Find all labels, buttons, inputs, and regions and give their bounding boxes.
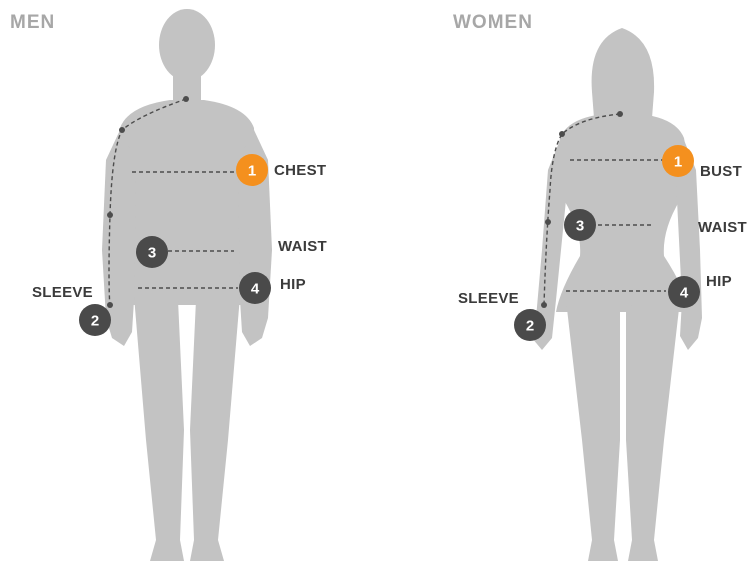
woman-hip-badge: 4 bbox=[668, 276, 700, 308]
man-chest-badge-number: 1 bbox=[248, 163, 256, 180]
man-sleeve-label: SLEEVE bbox=[32, 284, 93, 301]
man-hip-label: HIP bbox=[280, 276, 306, 293]
woman-waist-badge: 3 bbox=[564, 209, 596, 241]
man-sleeve-badge-number: 2 bbox=[91, 313, 99, 330]
woman-sleeve-label: SLEEVE bbox=[458, 290, 519, 307]
woman-bust-badge-number: 1 bbox=[674, 154, 682, 171]
man-hip-badge: 4 bbox=[239, 272, 271, 304]
man-hip-badge-number: 4 bbox=[251, 281, 260, 298]
woman-hip-badge-number: 4 bbox=[680, 285, 689, 302]
woman-hip-label: HIP bbox=[706, 273, 732, 290]
man-waist-label: WAIST bbox=[278, 238, 327, 255]
woman-waist-badge-number: 3 bbox=[576, 218, 584, 235]
man-waist-badge: 3 bbox=[136, 236, 168, 268]
woman-sleeve-badge: 2 bbox=[514, 309, 546, 341]
man-chest-label: CHEST bbox=[274, 162, 326, 179]
woman-waist-label: WAIST bbox=[698, 219, 752, 236]
woman-bust-badge: 1 bbox=[662, 145, 694, 177]
woman-sleeve-badge-number: 2 bbox=[526, 318, 534, 335]
man-waist-badge-number: 3 bbox=[148, 245, 156, 262]
man-sleeve-badge: 2 bbox=[79, 304, 111, 336]
woman-bust-label: BUST bbox=[700, 163, 742, 180]
man-chest-badge: 1 bbox=[236, 154, 268, 186]
